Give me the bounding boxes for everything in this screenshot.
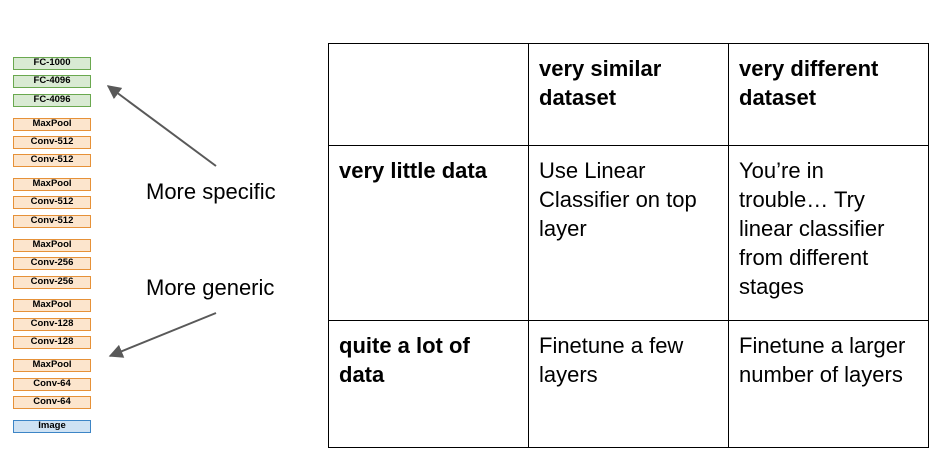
network-layer: Conv-256 (13, 257, 91, 270)
generic-arrow (108, 312, 217, 358)
network-layer: FC-1000 (13, 57, 91, 70)
network-layer: Conv-64 (13, 378, 91, 391)
cell-little-similar: Use Linear Classifier on top layer (528, 145, 729, 321)
network-layer: MaxPool (13, 359, 91, 372)
cell-little-different: You’re in trouble… Try linear classifier… (728, 145, 929, 321)
network-layer: Image (13, 420, 91, 433)
network-layer: Conv-512 (13, 154, 91, 167)
corner-cell (328, 43, 529, 146)
column-header-different: very different dataset (728, 43, 929, 146)
cell-lot-different: Finetune a larger number of layers (728, 320, 929, 448)
network-layer: Conv-512 (13, 136, 91, 149)
network-layer: Conv-512 (13, 215, 91, 228)
network-layer: Conv-128 (13, 336, 91, 349)
network-layer: Conv-512 (13, 196, 91, 209)
specific-arrow (106, 85, 217, 167)
network-layer: MaxPool (13, 239, 91, 252)
table-row: quite a lot of data Finetune a few layer… (328, 320, 929, 448)
network-layer: Conv-128 (13, 318, 91, 331)
more-specific-label: More specific (146, 179, 276, 204)
row-header-lot-of-data: quite a lot of data (328, 320, 529, 448)
network-layer: MaxPool (13, 178, 91, 191)
network-layer: MaxPool (13, 299, 91, 312)
column-header-similar: very similar dataset (528, 43, 729, 146)
network-layer: FC-4096 (13, 75, 91, 88)
table-header-row: very similar dataset very different data… (328, 43, 929, 146)
transfer-learning-table: very similar dataset very different data… (328, 43, 929, 448)
network-layer: Conv-64 (13, 396, 91, 409)
cell-lot-similar: Finetune a few layers (528, 320, 729, 448)
network-layer: FC-4096 (13, 94, 91, 107)
table-row: very little data Use Linear Classifier o… (328, 145, 929, 321)
network-layer: Conv-256 (13, 276, 91, 289)
network-layer: MaxPool (13, 118, 91, 131)
more-generic-label: More generic (146, 275, 275, 300)
row-header-little-data: very little data (328, 145, 529, 321)
